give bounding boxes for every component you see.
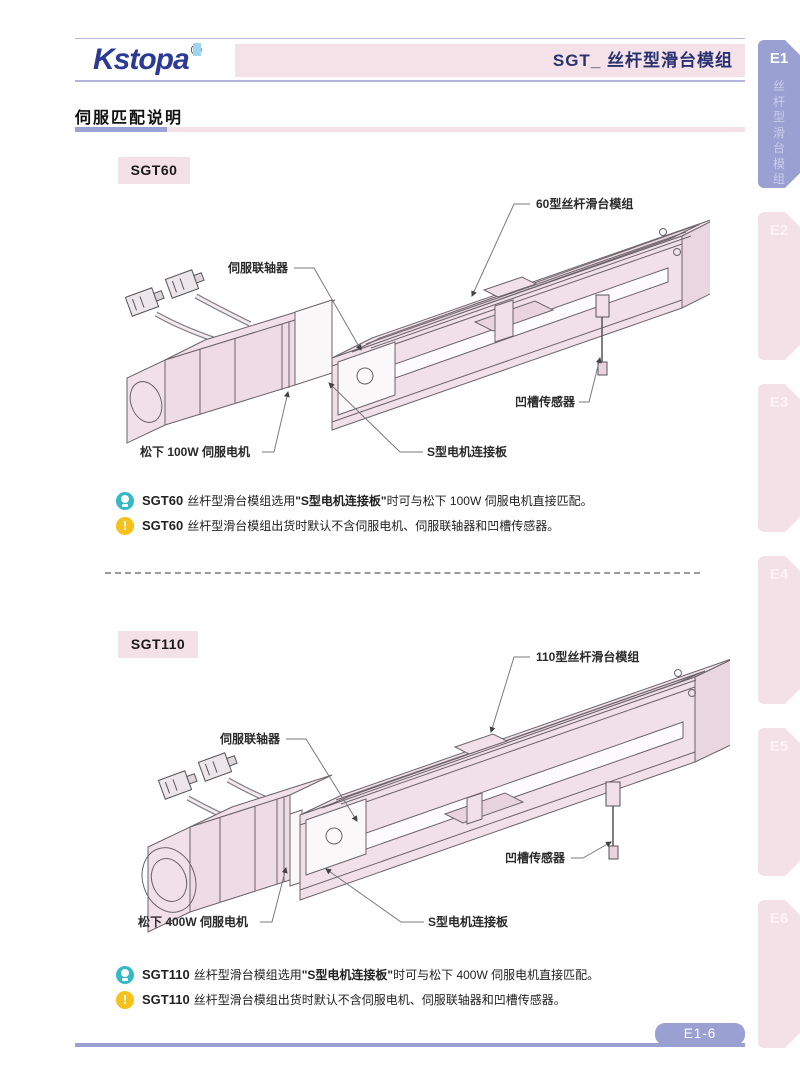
model-badge-sgt60: SGT60 — [118, 157, 190, 184]
tab-label: E3 — [769, 394, 789, 411]
brand-logo: Kstopa® — [93, 42, 202, 77]
sidebar-tab-e2[interactable]: E2 — [758, 212, 800, 360]
callout-sensor-label: 凹槽传感器 — [505, 850, 566, 865]
lightbulb-icon — [116, 492, 134, 510]
header-top-rule — [75, 38, 745, 39]
cable-connector — [157, 770, 198, 800]
groove-sensor — [605, 781, 621, 860]
sidebar-tab-e4[interactable]: E4 — [758, 556, 800, 704]
tab-label: E1 — [769, 50, 789, 67]
groove-sensor — [595, 294, 610, 376]
callout-leader-line — [489, 656, 530, 733]
logo-accent-mark — [193, 43, 201, 56]
lightbulb-icon — [116, 966, 134, 984]
servo-motor — [126, 299, 336, 444]
section-divider — [105, 572, 700, 574]
callout-leader-line — [571, 841, 612, 859]
servo-coupling — [325, 827, 343, 845]
sidebar-tab-e3[interactable]: E3 — [758, 384, 800, 532]
callout-plate-label: S型电机连接板 — [428, 914, 509, 929]
callout-leader-line — [262, 391, 290, 453]
callout-motor-label: 松下 100W 伺服电机 — [140, 444, 250, 459]
cable-connector — [197, 752, 238, 782]
tab-label: E6 — [769, 910, 789, 927]
section-title: 伺服匹配说明 — [75, 110, 184, 127]
callout-leader-line — [294, 267, 362, 351]
sgt60-diagram: 60型丝杆滑台模组 伺服联轴器 凹槽传感器 松下 100W 伺服电机 S型电机连… — [124, 196, 710, 459]
section-title-underline — [75, 127, 745, 132]
callout-plate-label: S型电机连接板 — [427, 444, 508, 459]
callout-leader-line — [579, 357, 602, 403]
callout-leader-line — [471, 203, 530, 297]
sgt110-diagram: 110型丝杆滑台模组 伺服联轴器 凹槽传感器 松下 400W 伺服电机 S型电机… — [138, 649, 730, 933]
motor-cables — [124, 269, 252, 343]
callout-module-label: 60型丝杆滑台模组 — [536, 196, 633, 211]
cable-connector — [124, 287, 165, 317]
callout-leader-line — [286, 738, 358, 822]
callout-coupling-label: 伺服联轴器 — [219, 731, 281, 746]
exclamation-icon: ! — [116, 991, 134, 1009]
tab-label: E5 — [769, 738, 789, 755]
mounting-bracket — [482, 276, 538, 298]
servo-motor — [141, 774, 333, 933]
slider-block — [443, 792, 525, 824]
motor-cables — [157, 752, 275, 827]
header-bottom-rule — [75, 80, 745, 82]
brand-logo-text: Kstopa — [93, 43, 190, 76]
page-number-badge: E1-6 — [655, 1023, 745, 1045]
tab-label: E2 — [769, 222, 789, 239]
callout-leader-line — [325, 868, 424, 923]
tab-vertical-label: 丝杆型滑台模组 — [772, 79, 785, 186]
cable-connector — [164, 269, 205, 299]
exclamation-icon: ! — [116, 517, 134, 535]
sidebar-tab-e1[interactable]: E1 丝杆型滑台模组 — [758, 40, 800, 188]
mounting-bracket — [453, 733, 509, 755]
motor-connection-plate — [289, 809, 303, 887]
motor-connection-plate — [294, 299, 333, 386]
page-title: SGT_ 丝杆型滑台模组 — [552, 51, 733, 70]
footer-rule — [75, 1043, 745, 1047]
callout-motor-label: 松下 400W 伺服电机 — [138, 914, 248, 929]
callout-leader-line — [328, 382, 423, 453]
model-badge-sgt110: SGT110 — [118, 631, 198, 658]
slide-module-body — [299, 658, 730, 901]
callout-leader-line — [260, 867, 288, 923]
slide-module-body — [331, 219, 710, 431]
callout-sensor-label: 凹槽传感器 — [515, 394, 576, 409]
header-title-band: SGT_ 丝杆型滑台模组 — [235, 44, 745, 77]
callout-module-label: 110型丝杆滑台模组 — [536, 649, 639, 664]
sidebar-tab-e6[interactable]: E6 — [758, 900, 800, 1048]
tab-label: E4 — [769, 566, 789, 583]
servo-coupling — [356, 367, 374, 385]
sidebar-tab-e5[interactable]: E5 — [758, 728, 800, 876]
callout-coupling-label: 伺服联轴器 — [227, 260, 289, 275]
